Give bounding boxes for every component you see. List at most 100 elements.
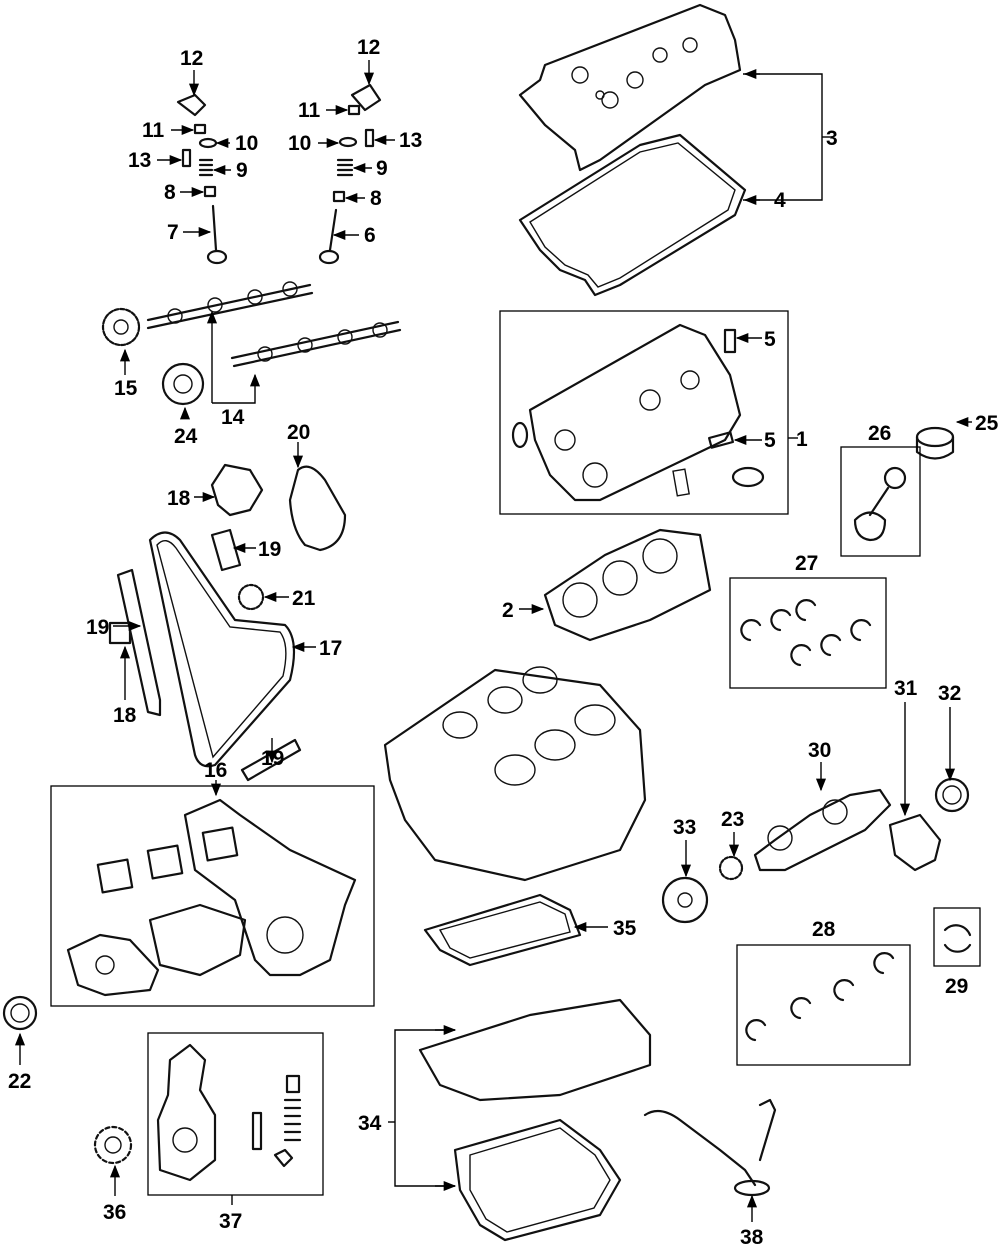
callout-24: 24 <box>174 425 198 448</box>
valvetrain-right-illustration <box>318 83 382 265</box>
callout-8a: 8 <box>164 181 176 204</box>
rear-seal-retainer-illustration <box>888 813 942 872</box>
valve-cover-gasket-illustration <box>518 133 747 297</box>
callout-labels: 12 11 10 13 9 8 7 12 11 10 13 9 8 6 15 1… <box>8 36 999 1248</box>
rod-bearing-shells-illustration <box>740 599 872 667</box>
piston-illustration <box>915 426 955 460</box>
front-crank-seal-illustration <box>2 995 38 1031</box>
callout-16: 16 <box>204 759 227 782</box>
callout-30: 30 <box>808 739 831 762</box>
oil-pump-illustration <box>156 1043 302 1182</box>
head-gasket-illustration <box>543 528 712 642</box>
engine-block-illustration <box>383 666 647 882</box>
callout-14: 14 <box>221 406 245 429</box>
callout-34: 34 <box>358 1112 382 1135</box>
callout-19c: 19 <box>261 747 284 770</box>
callout-31: 31 <box>894 677 918 700</box>
callout-22: 22 <box>8 1070 31 1093</box>
callout-28: 28 <box>812 918 836 941</box>
callout-32: 32 <box>938 682 961 705</box>
callout-29: 29 <box>945 975 968 998</box>
crankshaft-illustration <box>753 788 892 872</box>
callout-18b: 18 <box>113 704 137 727</box>
callout-13b: 13 <box>399 129 422 152</box>
leader-lines <box>14 60 972 1222</box>
callout-27: 27 <box>795 552 818 575</box>
callout-19a: 19 <box>258 538 281 561</box>
callout-21: 21 <box>292 587 316 610</box>
chain-guide-lower-illustration <box>240 738 302 782</box>
main-bearings-box <box>736 944 911 1066</box>
timing-cover-box <box>50 785 375 1007</box>
crank-gear-illustration <box>718 855 744 881</box>
timing-chain-inner <box>156 540 287 759</box>
main-bearing-shells-illustration <box>745 952 895 1042</box>
harmonic-balancer-illustration <box>661 876 709 924</box>
callout-33: 33 <box>673 816 696 839</box>
callout-7: 7 <box>167 221 179 244</box>
rod-bearings-box <box>729 577 887 689</box>
chain-guide-illustration <box>210 528 242 572</box>
callout-20: 20 <box>287 421 310 444</box>
callout-1: 1 <box>796 428 808 451</box>
callout-8b: 8 <box>370 187 382 210</box>
timing-chain-small-illustration <box>288 465 347 552</box>
callout-36: 36 <box>103 1201 126 1224</box>
callout-25: 25 <box>975 412 999 435</box>
callout-12b: 12 <box>357 36 380 59</box>
valvetrain-left-illustration <box>176 93 228 265</box>
intake-camshaft-illustration <box>230 320 402 368</box>
connecting-rod-box <box>840 446 921 557</box>
lash-adjuster-illustration <box>723 328 737 354</box>
callout-23: 23 <box>721 808 744 831</box>
callout-26: 26 <box>868 422 891 445</box>
thrust-washer-box <box>933 907 981 967</box>
callout-9a: 9 <box>236 159 248 182</box>
rear-main-seal-inner <box>942 785 962 805</box>
upper-oil-pan-illustration <box>418 998 652 1102</box>
tensioner-lower-illustration <box>108 621 132 645</box>
callout-13a: 13 <box>128 149 151 172</box>
lash-adjuster-illustration <box>707 431 735 449</box>
callout-10a: 10 <box>235 132 258 155</box>
lower-oil-pan-illustration <box>453 1118 622 1242</box>
front-crank-seal-inner <box>10 1003 30 1023</box>
cam-sprocket-illustration <box>101 307 141 347</box>
connecting-rod-illustration <box>853 466 907 542</box>
cylinder-head-illustration <box>511 323 765 502</box>
lower-oil-pan-rim <box>469 1127 611 1233</box>
callout-35: 35 <box>613 917 637 940</box>
crank-sprocket-illustration <box>237 583 265 611</box>
oil-pump-box <box>147 1032 324 1196</box>
timing-cover-illustration <box>66 798 357 997</box>
oil-pickup-tube-illustration <box>643 1098 777 1197</box>
callout-18a: 18 <box>167 487 191 510</box>
chain-tensioner-illustration <box>210 463 264 517</box>
callout-4: 4 <box>774 189 786 212</box>
callout-9b: 9 <box>376 157 388 180</box>
cylinder-head-box <box>499 310 789 515</box>
oil-pump-rotor-illustration <box>93 1125 133 1165</box>
callout-38: 38 <box>740 1226 764 1248</box>
chain-guide-left-illustration <box>116 568 162 717</box>
cam-sprocket-hub <box>113 319 129 335</box>
callout-17: 17 <box>319 637 342 660</box>
valve-cover-illustration <box>518 3 742 172</box>
exhaust-camshaft-illustration <box>146 281 314 330</box>
callout-6: 6 <box>364 224 376 247</box>
vvt-actuator-hub <box>173 374 193 394</box>
callout-37: 37 <box>219 1210 242 1233</box>
callout-11b: 11 <box>298 99 321 122</box>
rear-main-seal-illustration <box>934 777 970 813</box>
callout-10b: 10 <box>288 132 311 155</box>
oil-pump-rotor-hub <box>104 1136 122 1154</box>
callout-2: 2 <box>502 599 514 622</box>
callout-5b: 5 <box>764 429 776 452</box>
callout-11a: 11 <box>142 119 165 142</box>
oil-pan-gasket-illustration <box>423 893 582 967</box>
callout-15: 15 <box>114 377 138 400</box>
thrust-washer-illustration <box>943 924 972 953</box>
callout-19b: 19 <box>86 616 109 639</box>
